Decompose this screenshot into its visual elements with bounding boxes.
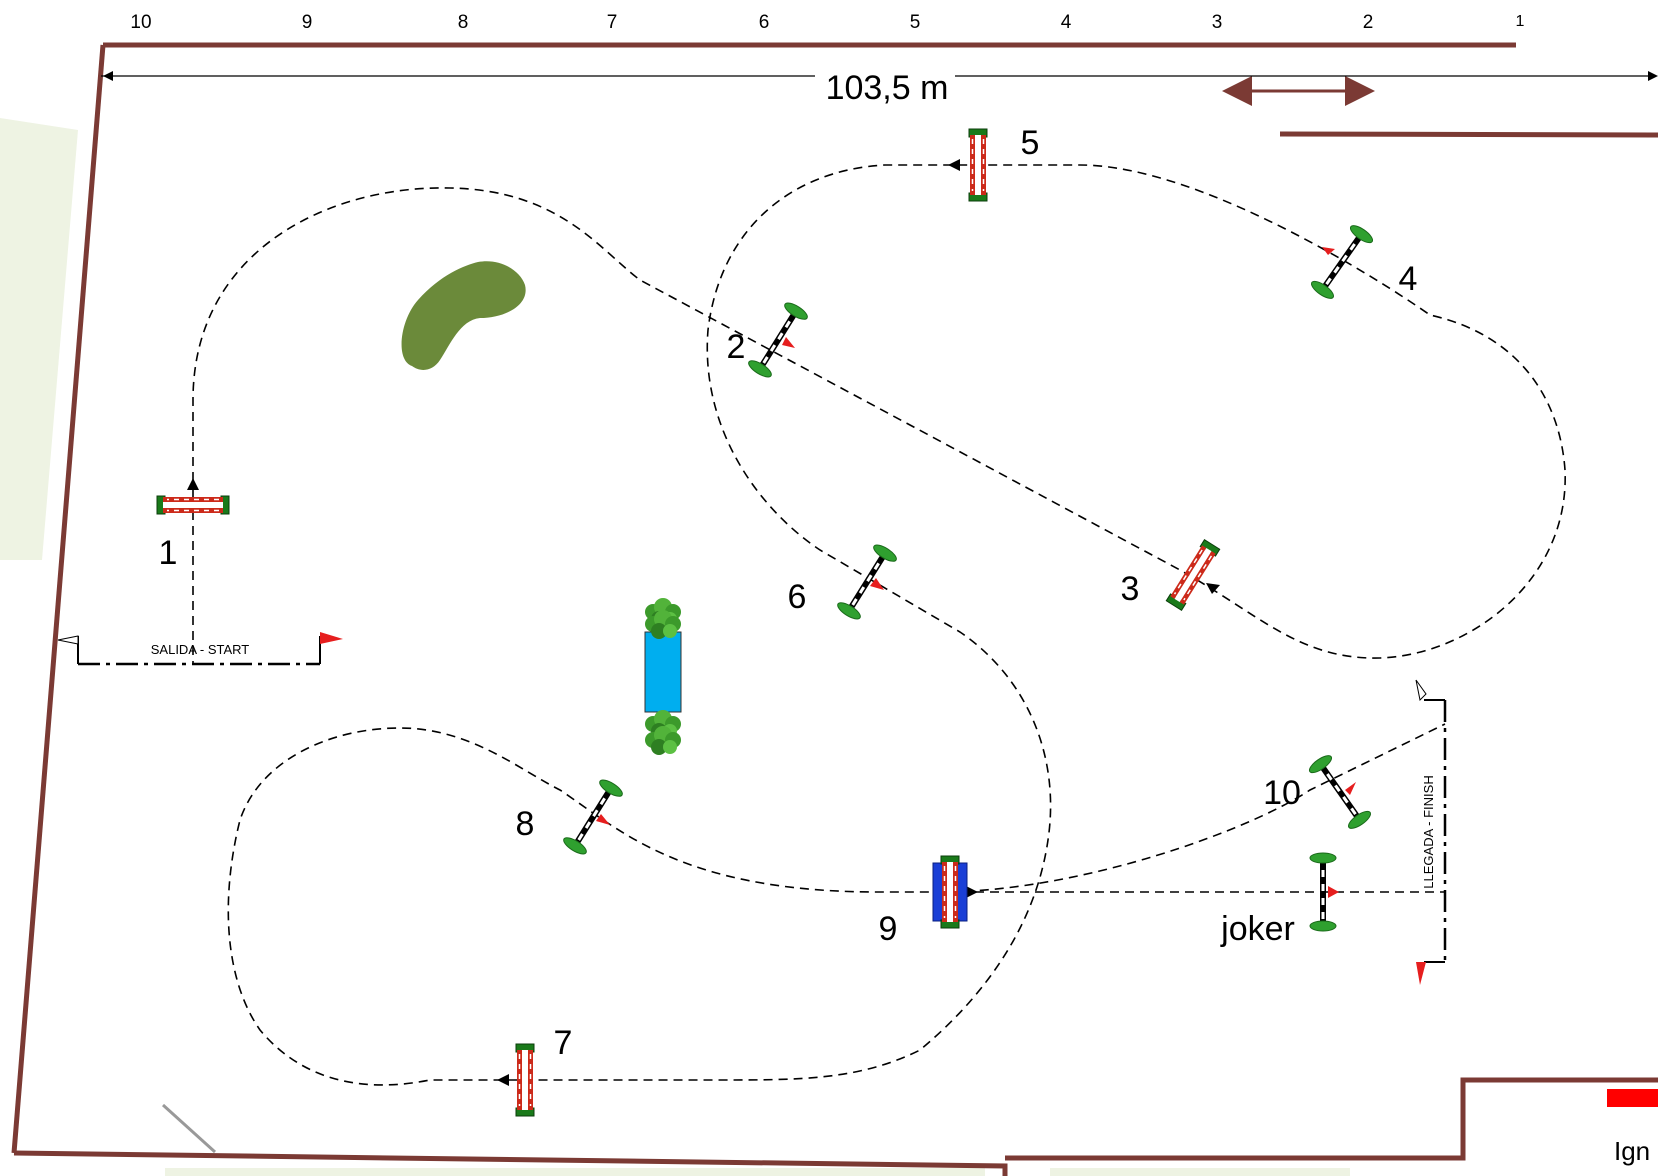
path-arrow — [1206, 583, 1220, 594]
water-obstacle — [644, 598, 682, 755]
obstacle-10: 10 — [1263, 752, 1374, 832]
ruler-number: 10 — [130, 12, 151, 33]
obstacle-label: joker — [1220, 910, 1295, 948]
finish-line: LLEGADA - FINISH — [1415, 679, 1447, 985]
obstacle-8: 8 — [516, 776, 626, 858]
path-arrow — [187, 478, 199, 490]
obstacle-label: 1 — [159, 534, 178, 572]
obstacle-label: 10 — [1263, 774, 1301, 812]
dimension-arrow-right — [1648, 71, 1658, 81]
dimension-label: 103,5 m — [826, 69, 949, 107]
arena-wall-right-top — [1279, 131, 1658, 138]
start-line: SALIDA - START — [57, 632, 343, 666]
corner-marker — [1607, 1089, 1658, 1107]
obstacle-6: 6 — [788, 541, 900, 623]
obstacle-label: 4 — [1399, 260, 1418, 298]
decorative-bush — [401, 261, 526, 370]
ruler-number: 4 — [1061, 12, 1072, 33]
obstacle-label: 6 — [788, 578, 807, 616]
path-arrow — [966, 886, 978, 898]
obstacle-label: 9 — [879, 910, 898, 948]
ruler-number: 2 — [1363, 12, 1374, 33]
start-line-label: SALIDA - START — [151, 642, 250, 657]
corner-text: Ign — [1614, 1136, 1650, 1166]
grass-area-bottom-left — [165, 1168, 985, 1176]
obstacle-5: 5 — [968, 124, 1040, 202]
obstacle-7: 7 — [515, 1024, 573, 1117]
obstacle-9: 9 — [879, 855, 968, 948]
arena-wall-left — [11, 44, 106, 1154]
course-path — [192, 164, 1566, 1086]
ruler-number: 3 — [1212, 12, 1223, 33]
obstacle-label: 3 — [1121, 570, 1140, 608]
obstacle-4: 4 — [1308, 222, 1418, 302]
grass-area-left — [0, 118, 78, 560]
ruler-number: 8 — [458, 12, 469, 33]
water-pond — [644, 631, 682, 713]
obstacle-joker: joker — [1220, 852, 1339, 948]
obstacle-3: 3 — [1121, 538, 1221, 612]
ruler-number: 9 — [302, 12, 313, 33]
arena-wall-bottom-right — [1005, 1077, 1658, 1161]
grass-area-bottom-right — [1050, 1168, 1350, 1176]
finish-line-label: LLEGADA - FINISH — [1421, 775, 1436, 888]
path-arrow — [497, 1074, 509, 1086]
obstacle-1: 1 — [156, 495, 230, 572]
obstacle-label: 8 — [516, 805, 535, 843]
dimension-arrow-left — [103, 71, 113, 81]
path-arrow — [948, 159, 960, 171]
gate-line — [161, 1103, 217, 1154]
obstacle-2: 2 — [727, 299, 811, 381]
obstacle-label: 2 — [727, 328, 746, 366]
obstacle-label: 5 — [1021, 124, 1040, 162]
ruler-number: 5 — [910, 12, 921, 33]
obstacle-label: 7 — [554, 1024, 573, 1062]
arena-wall-bottom — [13, 1150, 1008, 1176]
ruler-numbers: 10 9 8 7 6 5 4 3 2 1 — [130, 12, 1524, 33]
ruler-number: 7 — [607, 12, 618, 33]
ruler-number: 6 — [759, 12, 770, 33]
ruler-number: 1 — [1516, 13, 1525, 30]
